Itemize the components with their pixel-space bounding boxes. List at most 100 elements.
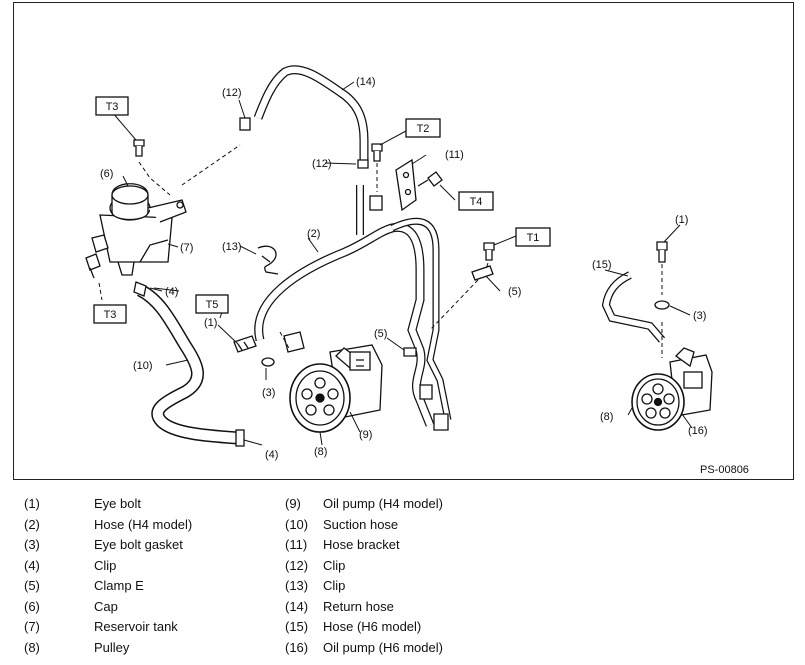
eye-bolt-left — [233, 335, 257, 353]
tag-box-t3-top — [95, 96, 129, 116]
legend-item: (5) Clamp E — [24, 576, 192, 597]
legend-text: Eye bolt — [94, 496, 141, 511]
callout-11: (11) — [445, 149, 464, 161]
callout-2: (2) — [307, 228, 320, 240]
clip-top — [239, 117, 251, 131]
bolt-t3-top — [133, 139, 145, 157]
clamp-e-left — [403, 347, 417, 357]
legend-item: (11) Hose bracket — [285, 535, 443, 556]
legend-number: (1) — [24, 496, 40, 511]
legend-item: (7) Reservoir tank — [24, 617, 192, 638]
legend-number: (13) — [285, 578, 309, 593]
callout-14: (14) — [356, 76, 376, 88]
legend-text: Cap — [94, 598, 118, 614]
legend-text: Oil pump (H4 model) — [323, 496, 443, 511]
tag-t1: T1 — [527, 232, 540, 244]
legend-text: Clip — [94, 557, 117, 573]
tag-box-t3-bottom — [93, 304, 127, 324]
tag-box-t2 — [405, 118, 441, 138]
tag-box-t5 — [195, 294, 229, 314]
reservoir-tank — [91, 183, 187, 276]
legend-number: (15) — [285, 619, 309, 634]
clip-bottom — [235, 429, 245, 447]
callout-9: (9) — [359, 429, 372, 441]
tag-t5: T5 — [206, 299, 219, 311]
callout-3-right: (3) — [693, 310, 706, 322]
callout-12-mid: (12) — [312, 158, 332, 170]
bolt-t1 — [483, 242, 495, 261]
bolt-t3-bottom — [85, 253, 101, 279]
callout-3-left: (3) — [262, 387, 275, 399]
tag-t3-bottom: T3 — [104, 309, 117, 321]
legend-text: Reservoir tank — [94, 619, 178, 634]
callout-15: (15) — [592, 259, 612, 271]
legend-item: (2) Hose (H4 model) — [24, 515, 192, 536]
callout-1-right: (1) — [675, 214, 688, 226]
clip-top-suction — [133, 281, 147, 297]
tag-box-t1 — [515, 227, 551, 247]
legend-text: Oil pump (H6 model) — [323, 639, 443, 655]
legend-item: (15) Hose (H6 model) — [285, 617, 443, 638]
legend-number: (2) — [24, 516, 40, 532]
pulley-h6 — [631, 373, 685, 431]
legend-text: Eye bolt gasket — [94, 537, 183, 552]
legend-text: Return hose — [323, 598, 394, 614]
legend-item: (4) Clip — [24, 556, 192, 577]
gasket-right — [654, 300, 670, 310]
exploded-view-diagram: T3 T3 T2 T4 T1 T5 (14) (12) (12) (11) (6… — [85, 65, 713, 461]
tag-t2: T2 — [417, 123, 430, 135]
legend-number: (12) — [285, 557, 309, 573]
legend-text: Hose bracket — [323, 537, 400, 552]
tag-t3-top: T3 — [106, 101, 119, 113]
legend-number: (10) — [285, 516, 309, 532]
legend-text: Clip — [323, 578, 346, 593]
legend-item: (16) Oil pump (H6 model) — [285, 638, 443, 659]
legend-item: (3) Eye bolt gasket — [24, 535, 192, 556]
legend-number: (5) — [24, 578, 40, 593]
legend-text: Hose (H6 model) — [323, 619, 422, 634]
clip-mid — [357, 159, 369, 169]
legend-number: (3) — [24, 537, 40, 552]
legend-text: Clip — [323, 557, 346, 573]
callout-5-left: (5) — [374, 328, 387, 340]
legend-text: Clamp E — [94, 578, 144, 593]
legend-text: Pulley — [94, 639, 130, 655]
callout-4-bottom: (4) — [265, 449, 278, 461]
callout-5-right: (5) — [508, 286, 521, 298]
callout-4-top: (4) — [165, 286, 178, 298]
legend-number: (14) — [285, 598, 309, 614]
callout-10: (10) — [133, 360, 153, 372]
legend-number: (8) — [24, 639, 40, 655]
legend-number: (9) — [285, 496, 301, 511]
callout-1-left: (1) — [204, 317, 217, 329]
legend-item: (6) Cap — [24, 597, 192, 618]
callout-13: (13) — [222, 241, 242, 253]
legend-text: Hose (H4 model) — [94, 516, 193, 532]
tag-box-t4 — [458, 191, 494, 211]
legend-item: (10) Suction hose — [285, 515, 443, 536]
legend-right: (9)Oil pump (H4 model) (10)Suction hose … — [285, 494, 443, 658]
legend-number: (4) — [24, 557, 40, 573]
eye-bolt-right — [656, 241, 668, 263]
legend-number: (16) — [285, 639, 309, 655]
legend-text: Suction hose — [323, 516, 399, 532]
legend-number: (7) — [24, 619, 40, 634]
hose-bracket — [395, 158, 417, 212]
legend-item: (13) Clip — [285, 576, 443, 597]
legend-item: (14) Return hose — [285, 597, 443, 618]
legend-item: (9) Oil pump (H4 model) — [285, 494, 443, 515]
legend-number: (11) — [285, 537, 308, 552]
callout-12-top: (12) — [222, 87, 242, 99]
clamp-e-right — [471, 265, 494, 281]
callout-7: (7) — [180, 242, 193, 254]
callout-8-right: (8) — [600, 411, 613, 423]
pulley-h4 — [289, 363, 351, 433]
legend-item: (8) Pulley — [24, 638, 192, 659]
bolt-t4 — [417, 171, 443, 187]
diagram-code: PS-00806 — [700, 464, 749, 476]
clip-13 — [257, 245, 279, 275]
legend-number: (6) — [24, 598, 40, 614]
callout-6: (6) — [100, 168, 113, 180]
legend-left: (1) Eye bolt (2) Hose (H4 model) (3) Eye bo… — [24, 494, 192, 658]
tag-t4: T4 — [470, 196, 483, 208]
